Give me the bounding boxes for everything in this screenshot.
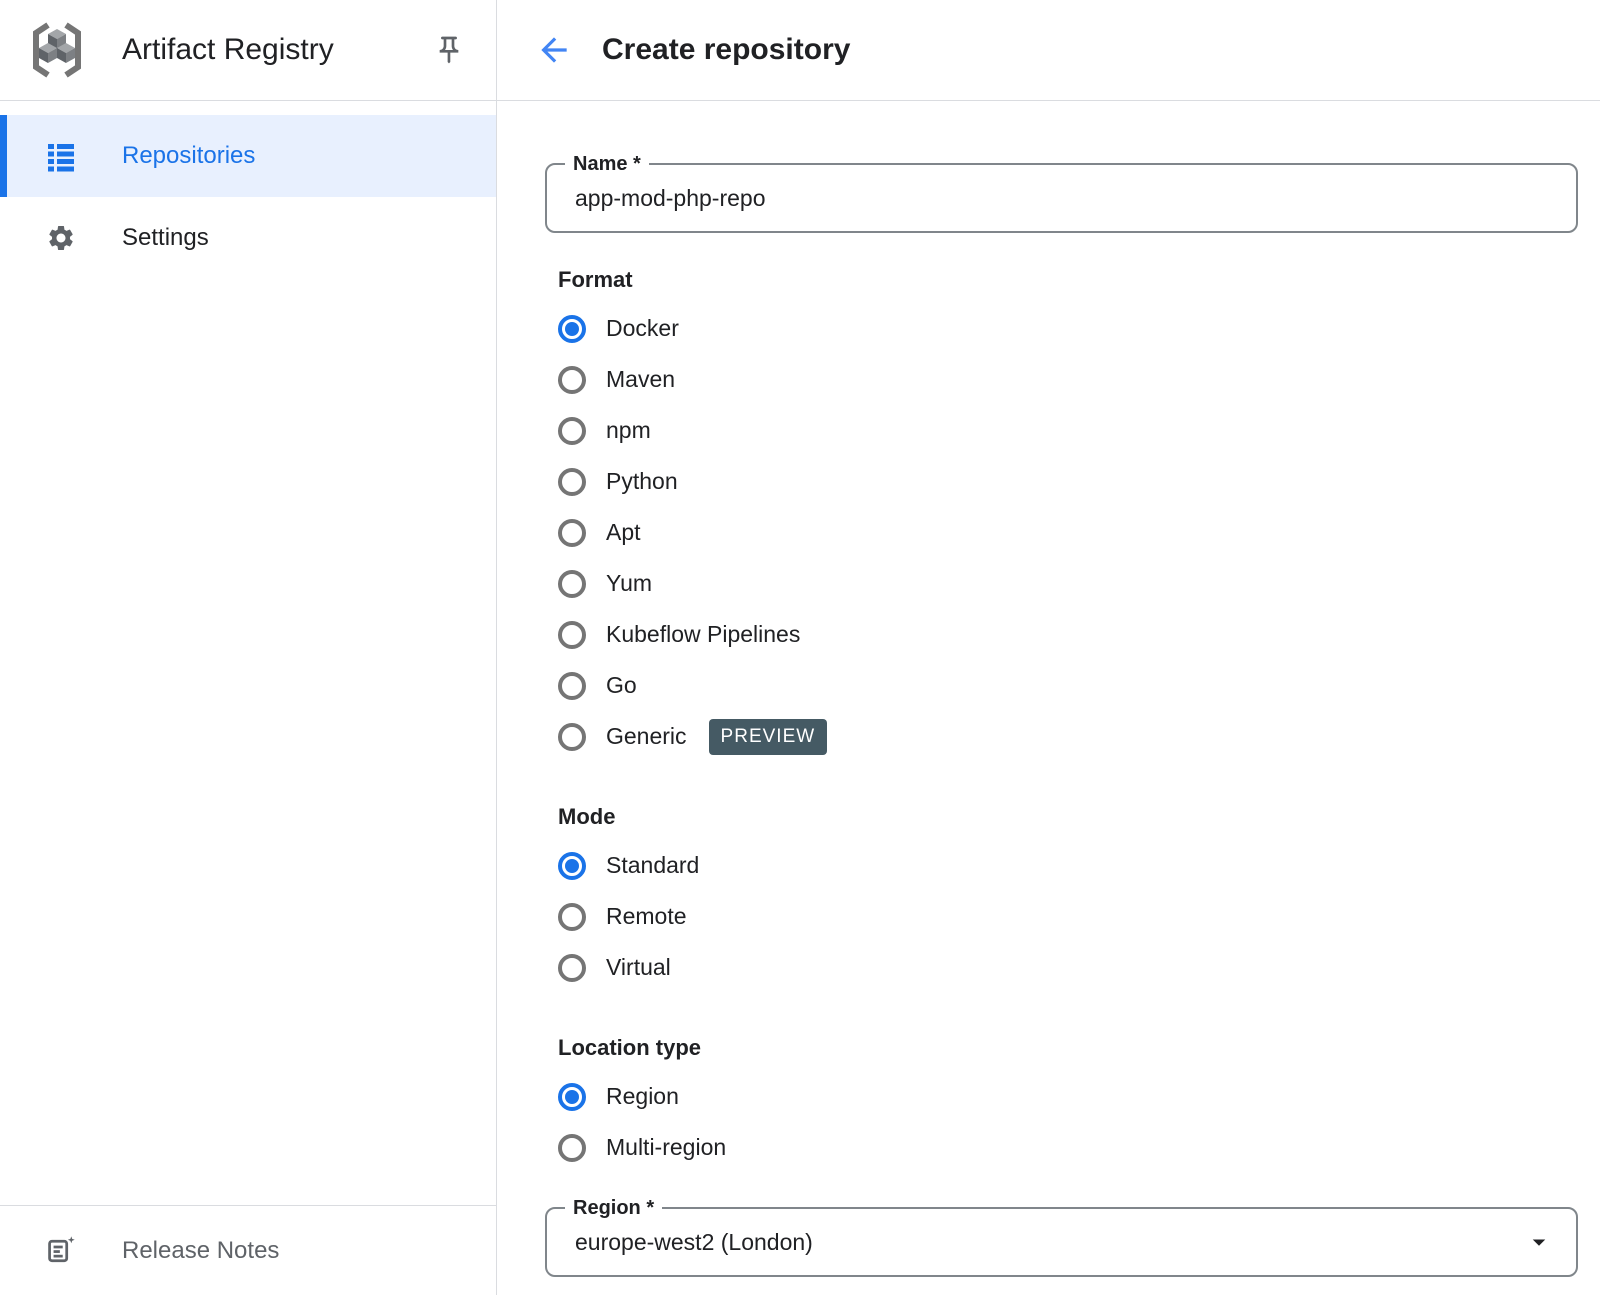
format-option-generic[interactable]: Generic PREVIEW bbox=[545, 711, 1578, 762]
sidebar-item-settings[interactable]: Settings bbox=[0, 197, 496, 279]
radio-icon[interactable] bbox=[558, 902, 586, 931]
radio-icon[interactable] bbox=[558, 851, 586, 880]
sidebar-header: Artifact Registry bbox=[0, 0, 496, 101]
chevron-down-icon[interactable] bbox=[1524, 1227, 1554, 1257]
name-field-label: Name * bbox=[565, 152, 649, 176]
main-panel: Create repository Name * app-mod-php-rep… bbox=[497, 0, 1600, 1295]
radio-label: npm bbox=[606, 417, 651, 443]
location-option-multi-region[interactable]: Multi-region bbox=[545, 1122, 1578, 1173]
radio-icon[interactable] bbox=[558, 722, 586, 751]
format-option-go[interactable]: Go bbox=[545, 660, 1578, 711]
radio-icon[interactable] bbox=[558, 1133, 586, 1162]
create-repository-form: Name * app-mod-php-repo Format Docker Ma… bbox=[497, 101, 1600, 1277]
radio-icon[interactable] bbox=[558, 569, 586, 598]
format-option-python[interactable]: Python bbox=[545, 456, 1578, 507]
preview-badge: PREVIEW bbox=[708, 718, 828, 755]
arrow-back-icon[interactable] bbox=[534, 30, 574, 70]
radio-icon[interactable] bbox=[558, 671, 586, 700]
pin-icon[interactable] bbox=[432, 33, 466, 67]
format-option-yum[interactable]: Yum bbox=[545, 558, 1578, 609]
radio-icon[interactable] bbox=[558, 416, 586, 445]
sidebar: Artifact Registry Repositories bbox=[0, 0, 497, 1295]
page-title: Create repository bbox=[602, 33, 851, 66]
radio-icon[interactable] bbox=[558, 365, 586, 394]
radio-label: Kubeflow Pipelines bbox=[606, 621, 801, 647]
name-field-value[interactable]: app-mod-php-repo bbox=[575, 184, 766, 211]
release-notes-link[interactable]: Release Notes bbox=[0, 1205, 496, 1295]
release-notes-icon bbox=[45, 1235, 77, 1267]
location-type-section: Location type Region Multi-region bbox=[545, 1035, 1578, 1173]
mode-option-standard[interactable]: Standard bbox=[545, 840, 1578, 891]
sidebar-item-label: Repositories bbox=[122, 142, 256, 169]
page-header: Create repository bbox=[497, 0, 1600, 101]
mode-section: Mode Standard Remote Virtual bbox=[545, 804, 1578, 993]
format-option-maven[interactable]: Maven bbox=[545, 354, 1578, 405]
name-field[interactable]: Name * app-mod-php-repo bbox=[545, 152, 1578, 233]
radio-icon[interactable] bbox=[558, 953, 586, 982]
radio-icon[interactable] bbox=[558, 518, 586, 547]
radio-label: Yum bbox=[606, 570, 653, 596]
format-option-npm[interactable]: npm bbox=[545, 405, 1578, 456]
radio-label: Go bbox=[606, 672, 637, 698]
radio-label: Maven bbox=[606, 366, 676, 392]
app-title: Artifact Registry bbox=[122, 33, 334, 66]
region-select-label: Region * bbox=[565, 1196, 663, 1220]
format-heading: Format bbox=[558, 267, 633, 292]
mode-heading: Mode bbox=[558, 804, 616, 829]
radio-icon[interactable] bbox=[558, 1082, 586, 1111]
radio-icon[interactable] bbox=[558, 620, 586, 649]
format-option-apt[interactable]: Apt bbox=[545, 507, 1578, 558]
artifact-registry-logo-icon bbox=[25, 18, 89, 82]
location-option-region[interactable]: Region bbox=[545, 1071, 1578, 1122]
radio-label: Virtual bbox=[606, 954, 671, 980]
sidebar-item-repositories[interactable]: Repositories bbox=[0, 115, 496, 197]
radio-label: Generic bbox=[606, 723, 687, 749]
radio-icon[interactable] bbox=[558, 314, 586, 343]
format-option-docker[interactable]: Docker bbox=[545, 303, 1578, 354]
mode-option-remote[interactable]: Remote bbox=[545, 891, 1578, 942]
radio-label: Standard bbox=[606, 852, 700, 878]
release-notes-label: Release Notes bbox=[122, 1236, 280, 1264]
radio-label: Python bbox=[606, 468, 678, 494]
mode-option-virtual[interactable]: Virtual bbox=[545, 942, 1578, 993]
sidebar-item-label: Settings bbox=[122, 224, 209, 251]
region-select[interactable]: Region * europe-west2 (London) bbox=[545, 1196, 1578, 1277]
radio-label: Multi-region bbox=[606, 1134, 727, 1160]
radio-label: Remote bbox=[606, 903, 687, 929]
radio-label: Region bbox=[606, 1083, 679, 1109]
format-section: Format Docker Maven npm Python Apt bbox=[545, 267, 1578, 762]
list-icon bbox=[45, 140, 77, 172]
gear-icon bbox=[45, 222, 77, 254]
radio-label: Apt bbox=[606, 519, 641, 545]
region-select-value[interactable]: europe-west2 (London) bbox=[575, 1228, 813, 1255]
radio-icon[interactable] bbox=[558, 467, 586, 496]
format-option-kubeflow-pipelines[interactable]: Kubeflow Pipelines bbox=[545, 609, 1578, 660]
location-type-heading: Location type bbox=[558, 1035, 702, 1060]
sidebar-nav: Repositories Settings bbox=[0, 101, 496, 279]
radio-label: Docker bbox=[606, 315, 679, 341]
